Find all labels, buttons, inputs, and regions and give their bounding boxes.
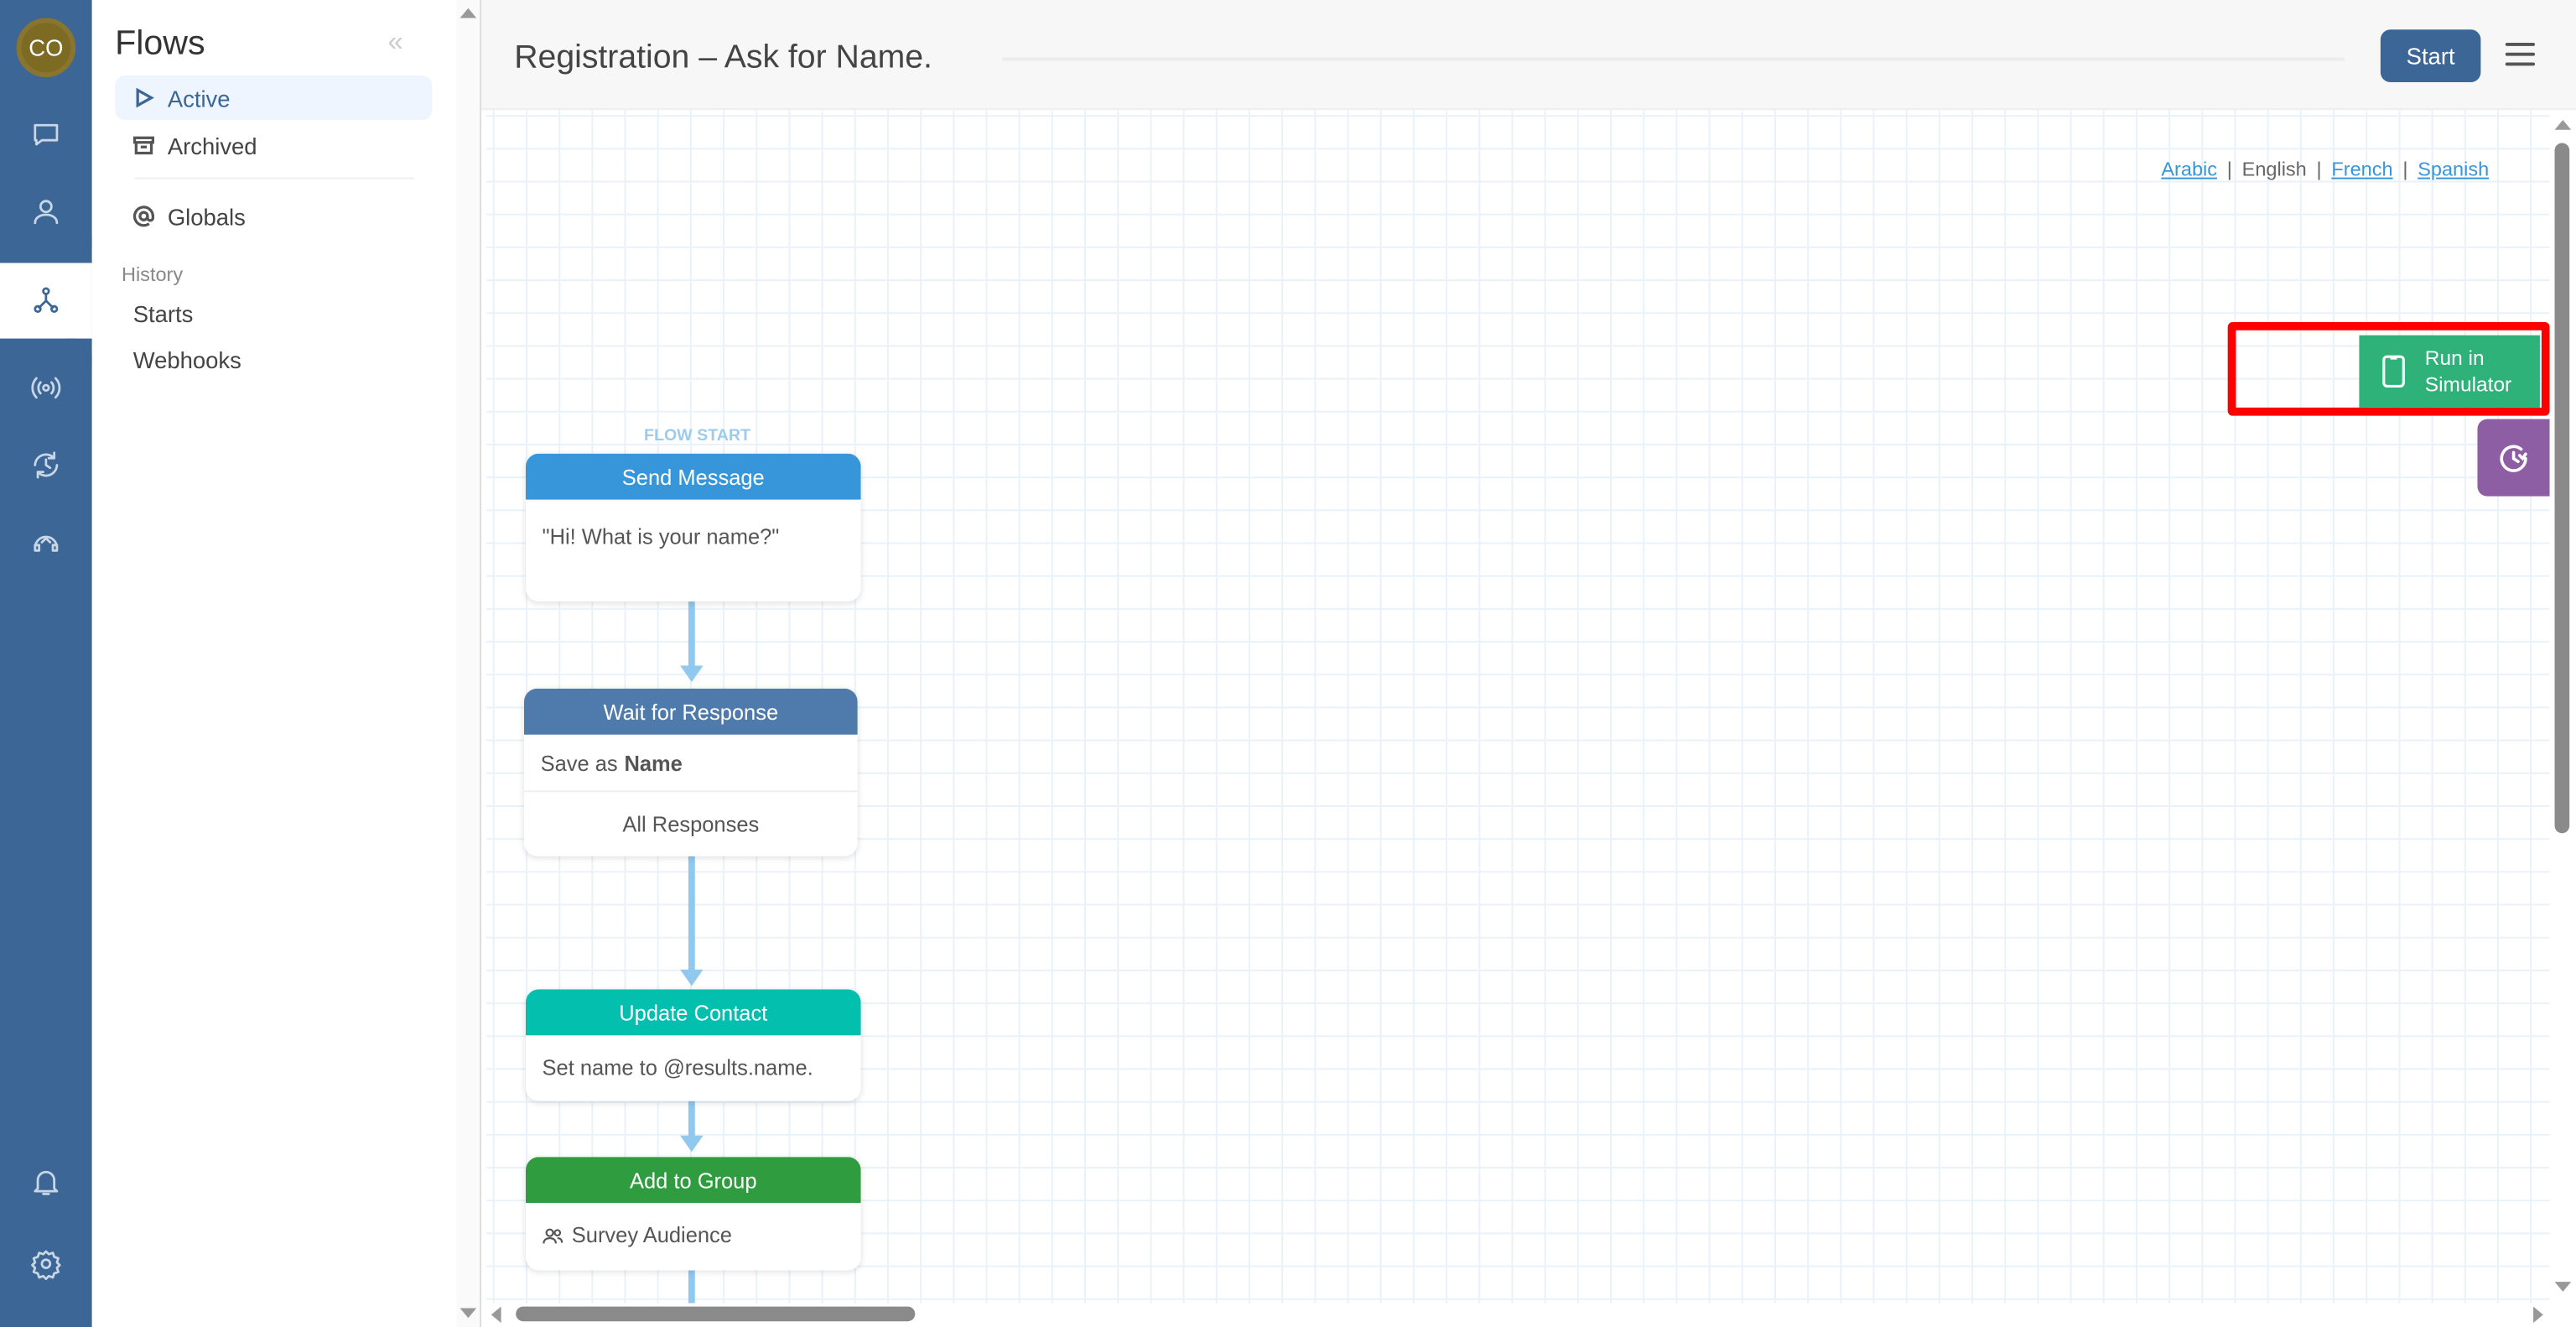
flow-header: Registration – Ask for Name. Start [481,0,2576,111]
sidebar-item-globals[interactable]: Globals [115,194,432,238]
node-action: Set name to @results.name. [542,1054,813,1080]
archive-icon [132,136,154,155]
history-heading: History [121,263,184,286]
support-icon [34,535,59,552]
group-icon [543,1227,564,1243]
broadcast-icon [31,377,61,399]
vertical-scroll-thumb[interactable] [2554,143,2570,834]
node-header: Update Contact [525,989,861,1036]
send-message-node[interactable]: Send Message "Hi! What is your name?" [525,453,861,602]
highlight-box [2227,322,2550,416]
category-all-responses[interactable]: All Responses [622,810,760,836]
group-row: Survey Audience [526,1203,861,1247]
play-icon [136,87,154,108]
result-name: Name [624,750,683,775]
flow-canvas[interactable]: Arabic| English| French| Spanish FLOW ST… [486,110,2550,1304]
nav-contacts[interactable] [0,174,92,250]
sidebar-item-starts[interactable]: Starts [132,299,194,326]
page-title: Registration – Ask for Name. [514,39,932,76]
gear-icon [31,1250,61,1280]
nav-flows[interactable] [0,263,92,339]
menu-icon[interactable] [2505,42,2536,66]
language-french[interactable]: French [2331,158,2393,181]
history-icon [2500,444,2527,471]
sidebar-item-webhooks[interactable]: Webhooks [132,346,242,372]
language-spanish[interactable]: Spanish [2418,158,2490,181]
flows-icon [34,287,59,313]
sidebar-divider [134,177,414,180]
nav-history[interactable] [0,427,92,502]
start-button[interactable]: Start [2380,29,2481,82]
node-header: Add to Group [525,1157,861,1204]
flows-sidebar: Flows « Active Archived Globals History … [91,0,457,1327]
nav-notifications[interactable] [0,1144,92,1220]
language-english[interactable]: English [2241,158,2307,181]
language-arabic[interactable]: Arabic [2161,158,2218,181]
main-nav: CO [0,0,92,1327]
canvas-vertical-scrollbar[interactable] [2549,110,2576,1304]
phone-icon [2382,355,2405,388]
node-message: "Hi! What is your name?" [542,523,780,549]
nav-broadcast[interactable] [0,350,92,425]
sidebar-item-archived[interactable]: Archived [115,123,432,168]
header-divider [1002,57,2345,61]
sidebar-item-active[interactable]: Active [115,75,433,121]
avatar[interactable]: CO [16,18,76,78]
chat-icon [34,123,59,146]
contact-icon [34,200,59,225]
canvas-horizontal-scrollbar[interactable] [486,1303,2550,1327]
nav-chat[interactable] [0,97,92,173]
add-to-group-node[interactable]: Add to Group Survey Audience [525,1157,861,1271]
node-header: Send Message [525,453,861,500]
flow-start-label: FLOW START [644,427,750,445]
nav-settings[interactable] [0,1226,92,1302]
revision-history-button[interactable] [2477,419,2550,497]
sidebar-scrollbar[interactable] [456,0,482,1327]
history-icon [34,451,59,479]
language-selector: Arabic| English| French| Spanish [2161,158,2490,181]
node-header: Wait for Response [523,688,858,735]
bell-icon [34,1170,59,1195]
sidebar-title: Flows [115,24,205,63]
nav-support[interactable] [0,504,92,580]
horizontal-scroll-thumb[interactable] [516,1306,916,1322]
collapse-sidebar-button[interactable]: « [387,26,403,58]
update-contact-node[interactable]: Update Contact Set name to @results.name… [525,989,861,1101]
at-icon [132,206,154,227]
